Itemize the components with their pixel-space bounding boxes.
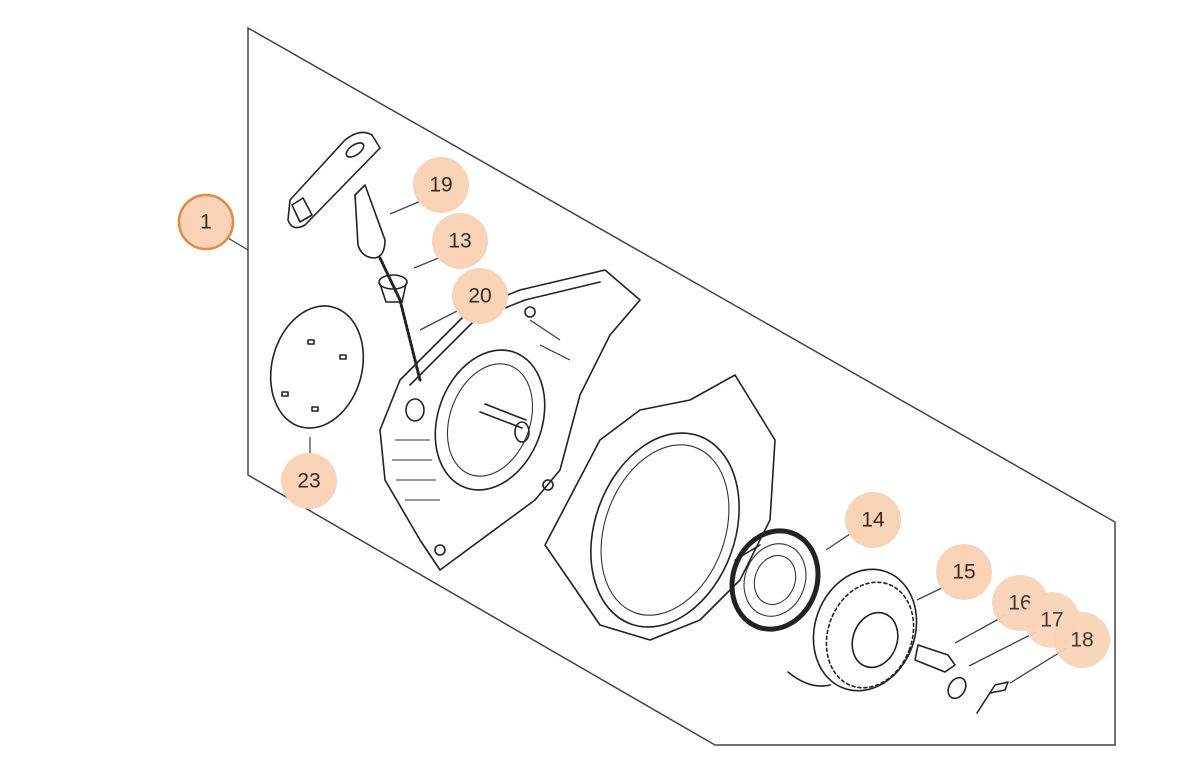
- cover-disc: [269, 305, 365, 429]
- spring-clip: [976, 681, 1009, 714]
- leader-lines: [227, 197, 1068, 684]
- callout-15[interactable]: 15: [936, 544, 992, 600]
- callout-label: 1: [200, 211, 212, 234]
- washer: [947, 676, 967, 700]
- callout-23[interactable]: 23: [281, 453, 337, 509]
- callout-label: 14: [861, 509, 885, 532]
- callout-18[interactable]: 18: [1054, 612, 1110, 668]
- callout-19[interactable]: 19: [413, 157, 469, 213]
- callout-20[interactable]: 20: [452, 268, 508, 324]
- callout-label: 17: [1040, 609, 1063, 632]
- assembly-boundary: [247, 26, 1116, 746]
- callout-label: 20: [468, 285, 491, 308]
- starter-handle: [287, 131, 386, 259]
- callout-1[interactable]: 1: [177, 193, 235, 251]
- callout-label: 18: [1070, 629, 1093, 652]
- callout-label: 23: [297, 470, 320, 493]
- grommet: [378, 274, 408, 303]
- starter-rope: [378, 256, 422, 382]
- pawl: [914, 644, 956, 673]
- rewind-spring: [729, 528, 821, 632]
- callout-label: 13: [448, 230, 471, 253]
- callout-label: 19: [429, 174, 452, 197]
- callout-13[interactable]: 13: [432, 213, 488, 269]
- callout-label: 15: [952, 561, 975, 584]
- fan-housing: [379, 269, 641, 571]
- callout-14[interactable]: 14: [845, 492, 901, 548]
- outer-cover: [544, 374, 776, 641]
- callout-label: 16: [1008, 592, 1031, 615]
- rope-rotor: [787, 568, 918, 692]
